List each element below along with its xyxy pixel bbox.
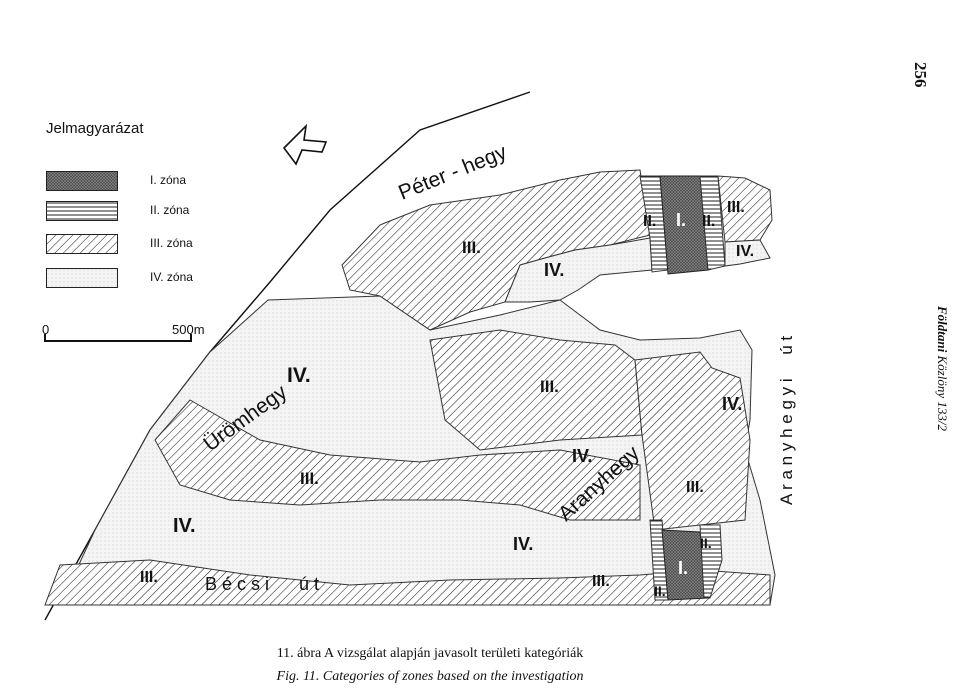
journal-name: Földtani Közlöny 133/2 [934, 306, 950, 431]
north-arrow-icon [282, 123, 328, 166]
legend-swatch-zone-2 [46, 201, 118, 221]
zone-ii-bottom-right [699, 524, 723, 599]
zone-label-iii: III. [592, 573, 610, 590]
page-number: 256 [911, 62, 930, 88]
zone-label-iii: III. [140, 569, 158, 586]
zone-iii-left-band [154, 399, 641, 521]
zone-label-iv: IV. [544, 260, 564, 280]
zone-iii-bottom [44, 559, 771, 606]
legend-label: IV. zóna [150, 270, 193, 284]
journal-title: Földtani [935, 306, 950, 353]
place-peter-hegy: Péter - hegy [395, 140, 510, 204]
zone-label-iv: IV. [513, 534, 533, 554]
legend-label: III. zóna [150, 236, 193, 250]
zone-label-iv: IV. [722, 394, 742, 414]
scale-start-label: 0 [42, 322, 50, 337]
zone-label-ii: II. [643, 213, 656, 230]
place-aranyhegyi-ut: A r a n y h e g y i ú t [777, 336, 796, 505]
scale-end-label: 500m [172, 322, 205, 337]
zone-label-i: I. [676, 210, 686, 230]
scale-tick [44, 334, 46, 342]
zone-iv-top-bay [504, 237, 653, 303]
zone-label-iii: III. [540, 377, 559, 396]
zone-iii-center [429, 329, 643, 451]
zone-iii-right [634, 351, 751, 531]
legend-title: Jelmagyarázat [46, 120, 144, 137]
legend-swatch-zone-3 [46, 234, 118, 254]
zone-label-ii: II. [702, 213, 715, 230]
scale-line [44, 340, 192, 342]
figure-caption-hungarian: 11. ábra A vizsgálat alapján javasolt te… [276, 646, 584, 661]
figure-caption-english: Fig. 11. Categories of zones based on th… [276, 669, 584, 684]
zone-label-iii: III. [300, 469, 319, 488]
zone-label-iii: III. [727, 199, 745, 216]
zone-label-ii: II. [700, 535, 712, 551]
legend-label: I. zóna [150, 173, 187, 187]
zone-label-iv: IV. [173, 515, 196, 537]
zone-ii-top-left [639, 175, 669, 273]
zone-label-iv: IV. [572, 446, 592, 466]
place-becsi-ut: B é c s i ú t [205, 574, 319, 594]
scale-tick [190, 334, 192, 342]
journal-issue: Közlöny 133/2 [935, 355, 950, 431]
zone-label-iv: IV. [736, 243, 754, 260]
legend-swatch-zone-1 [46, 171, 118, 191]
zone-label-i: I. [678, 558, 688, 578]
zone-iv-top-right [724, 239, 771, 267]
scale-bar: 0 500m [40, 322, 210, 352]
zone-label-iii: III. [686, 479, 704, 496]
legend-label: II. zóna [150, 203, 190, 217]
zone-label-iii: III. [462, 238, 481, 257]
zone-label-ii: II. [654, 583, 666, 599]
zone-label-iv: IV. [287, 364, 311, 387]
legend-swatch-zone-4 [46, 268, 118, 288]
